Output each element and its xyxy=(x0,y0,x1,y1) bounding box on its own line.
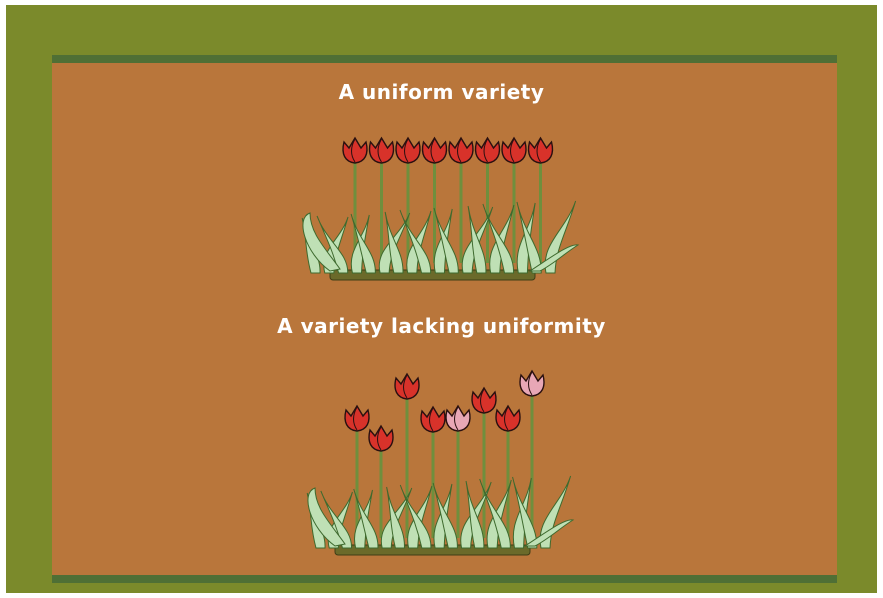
tulip-flower xyxy=(370,138,394,163)
tulip-flower xyxy=(395,374,419,399)
tulip-flower xyxy=(502,138,526,163)
tulip-flower xyxy=(520,371,544,396)
nonuniform-tulip-row xyxy=(307,371,573,555)
tulip-flower xyxy=(369,426,393,451)
uniform-tulip-row xyxy=(302,138,578,280)
tulip-flower xyxy=(449,138,473,163)
tulip-flower xyxy=(529,138,553,163)
tulip-flower xyxy=(421,407,445,432)
tulip-flower xyxy=(446,406,470,431)
tulip-flower xyxy=(496,406,520,431)
tulip-flower xyxy=(343,138,367,163)
tulip-flower xyxy=(423,138,447,163)
tulip-flower xyxy=(472,388,496,413)
tulip-flower xyxy=(345,406,369,431)
tulip-flower xyxy=(396,138,420,163)
tulip-flower xyxy=(476,138,500,163)
